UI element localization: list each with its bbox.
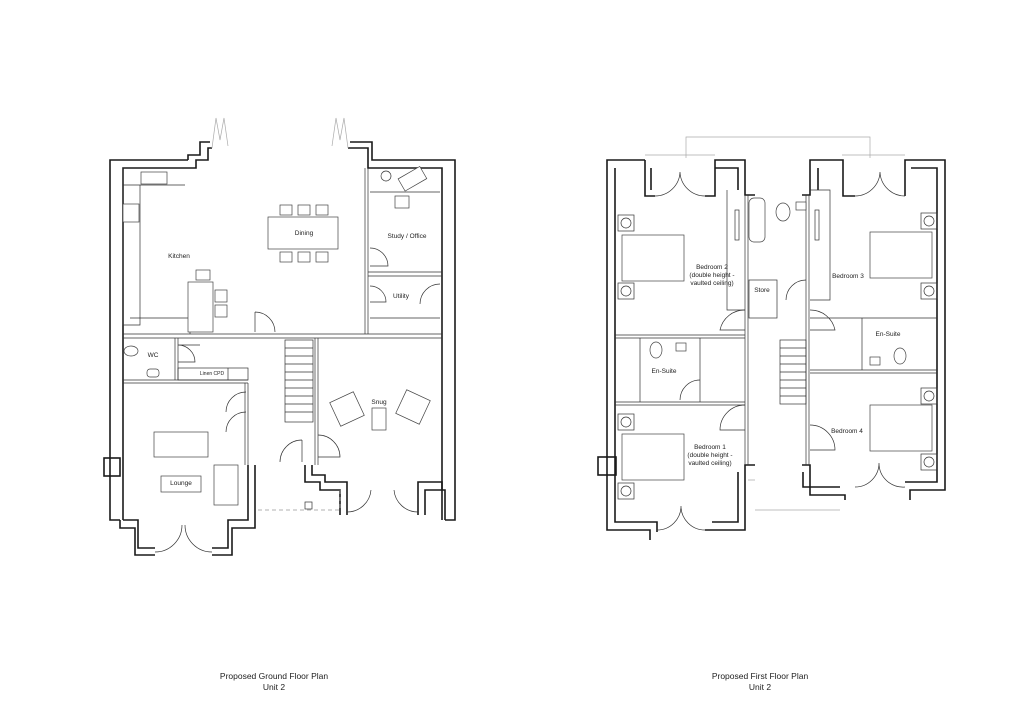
room-label-study-office: Study / Office — [387, 233, 427, 240]
room-label-bedroom-3: Bedroom 3 — [832, 273, 864, 280]
room-label-lounge: Lounge — [170, 480, 192, 487]
room-label-dining: Dining — [294, 230, 314, 237]
room-label-bedroom-4: Bedroom 4 — [831, 428, 863, 435]
room-label-linen-cupboard: Linen CPD — [199, 371, 225, 377]
room-label-en-suite-2: En-Suite — [875, 331, 901, 338]
room-label-snug: Snug — [371, 399, 387, 406]
first-floor-caption-unit: Unit 2 — [748, 682, 772, 692]
room-label-bedroom-2: Bedroom 2 (double height - vaulted ceili… — [689, 264, 735, 287]
room-label-bedroom-1: Bedroom 1 (double height - vaulted ceili… — [687, 444, 733, 467]
room-label-store: Store — [754, 287, 770, 294]
room-label-utility: Utility — [393, 293, 409, 300]
first-floor-caption-title: Proposed First Floor Plan — [711, 671, 809, 681]
ground-floor-caption-title: Proposed Ground Floor Plan — [219, 671, 329, 681]
ground-floor-plan — [103, 117, 456, 556]
room-label-en-suite-1: En-Suite — [651, 368, 677, 375]
room-label-kitchen: Kitchen — [168, 253, 190, 260]
first-floor-plan — [597, 136, 946, 540]
first-floor-caption: Proposed First Floor Plan Unit 2 — [712, 671, 808, 693]
ground-floor-caption-unit: Unit 2 — [262, 682, 286, 692]
ground-floor-caption: Proposed Ground Floor Plan Unit 2 — [220, 671, 328, 693]
room-label-wc: WC — [147, 352, 159, 359]
